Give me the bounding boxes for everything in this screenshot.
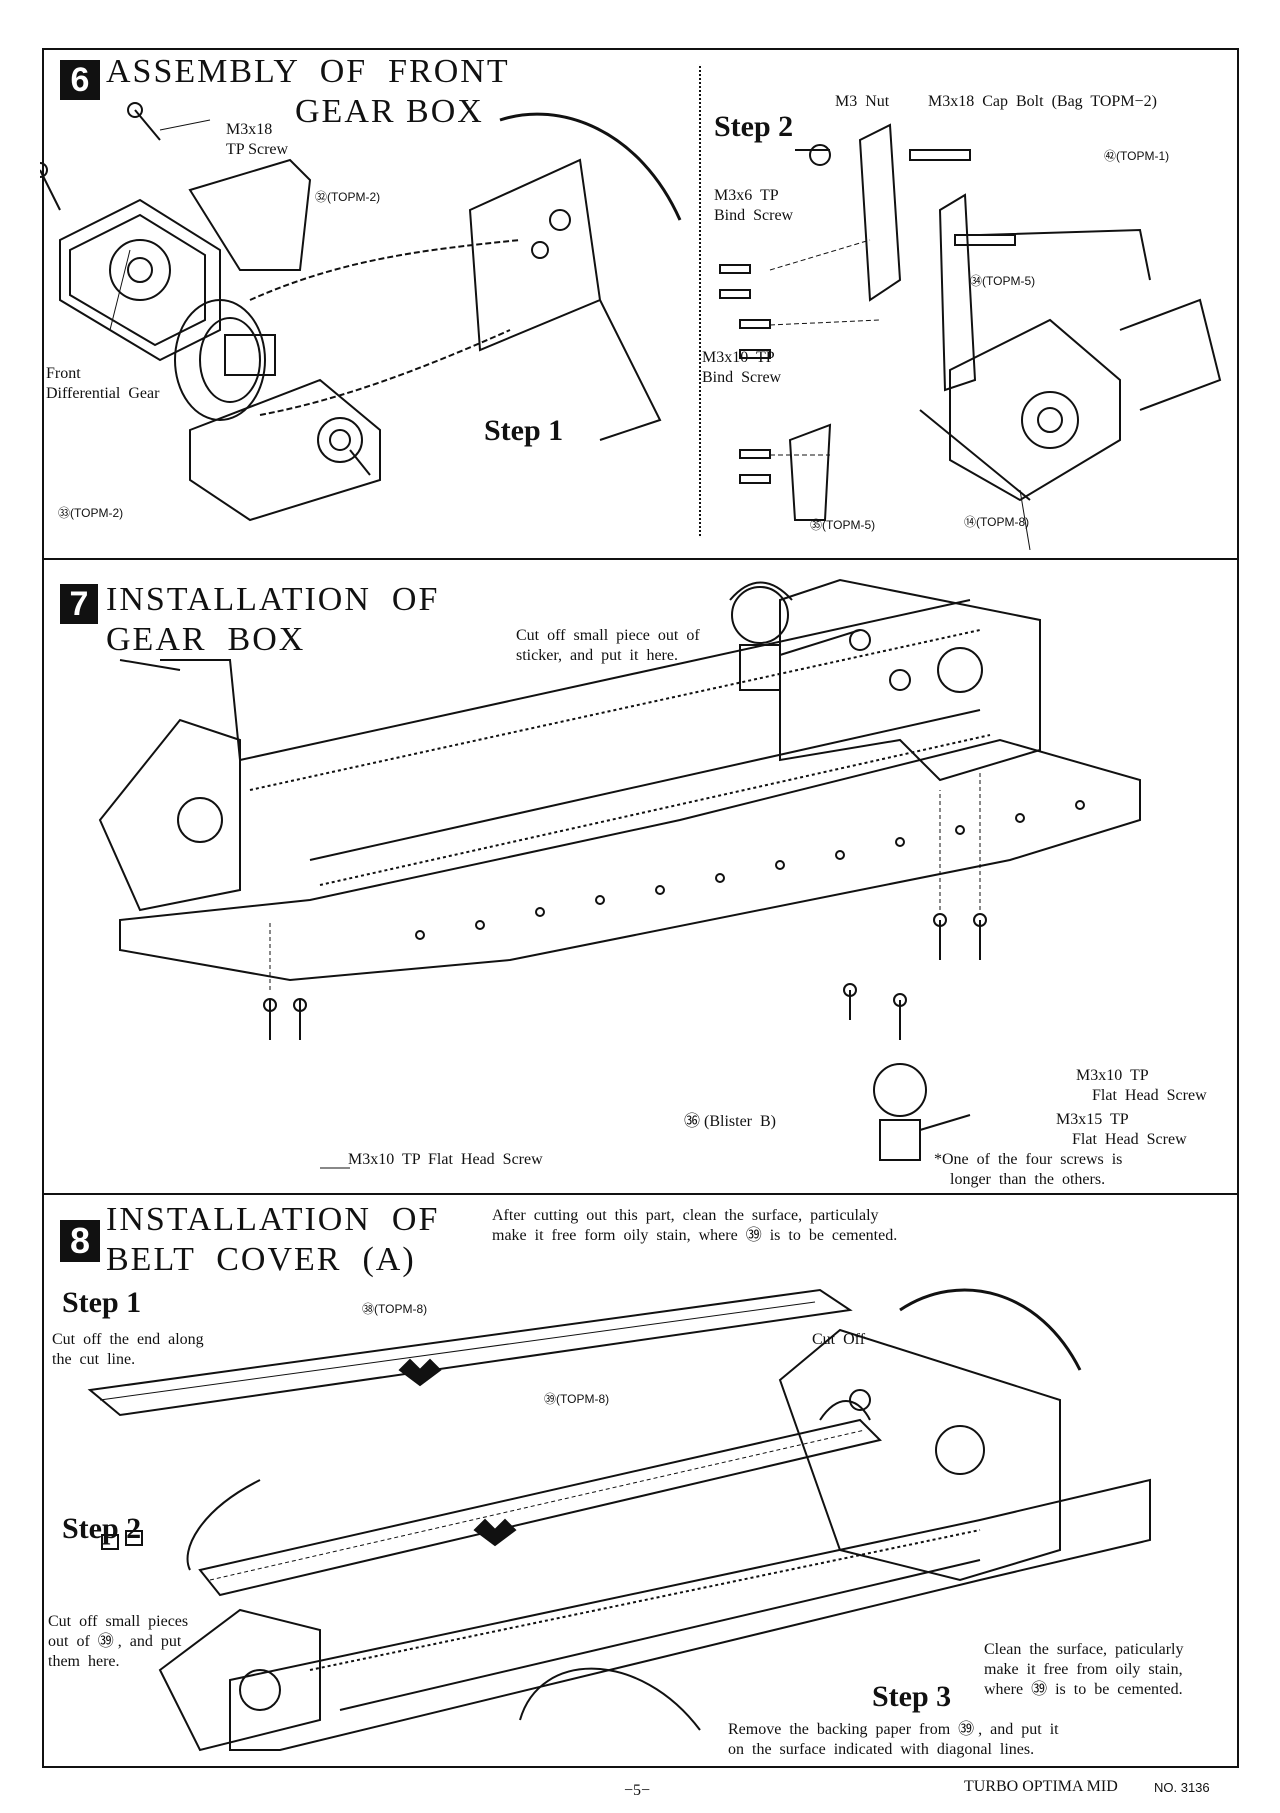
label-m3-nut: M3 Nut [835,93,890,110]
label-cut-off-end: Cut off the end along the cut line. [52,1331,204,1368]
label-m3x10-flat-head-right: M3x10 TP Flat Head Screw [1076,1067,1207,1104]
label-part-32: ㉜(TOPM-2) [315,190,381,204]
label-part-143: ⑭(TOPM-8) [964,515,1030,529]
label-sticker-instruction: Cut off small piece out of sticker, and … [516,627,700,664]
section-title-8: INSTALLATION OF BELT COVER (A) [106,1201,440,1278]
step3-heading-sec8: Step 3 [872,1680,952,1713]
gear-box-installation-illustration [80,560,1240,1180]
front-gear-box-step1-illustration [40,100,700,550]
label-m3x6-tp-bind-screw: M3x6 TP Bind Screw [714,187,794,224]
section-number-8: 8 [60,1220,100,1262]
label-clean-surface: Clean the surface, paticularly make it f… [984,1641,1184,1698]
section-divider-6-7 [42,558,1239,560]
section-divider-7-8 [42,1193,1239,1195]
label-m3x15-flat-head: M3x15 TP Flat Head Screw [1056,1111,1187,1148]
label-part-34: ㉞(TOPM-5) [970,274,1036,288]
label-part-35: ㉟(TOPM-5) [810,518,876,532]
model-name: TURBO OPTIMA MID [964,1778,1118,1795]
step1-heading-sec8: Step 1 [62,1286,142,1319]
section-number-7: 7 [60,584,98,624]
label-part-39: ㊴(TOPM-8) [544,1392,610,1406]
section-title-7: INSTALLATION OF GEAR BOX [106,581,440,658]
step1-heading-sec6: Step 1 [484,414,564,447]
label-cut-small-pieces: Cut off small pieces out of ㊴ , and put … [48,1613,189,1670]
label-front-differential-gear: Front Differential Gear [46,365,160,402]
section-title-6: ASSEMBLY OF FRONT GEAR BOX [106,53,510,130]
belt-cover-installation-illustration [80,1250,1240,1770]
label-remove-backing-paper: Remove the backing paper from ㊴ , and pu… [728,1721,1059,1758]
step-divider-dotted [699,66,701,536]
label-after-cutting-instruction: After cutting out this part, clean the s… [492,1207,898,1244]
page-number: −5− [624,1782,651,1799]
label-m3x10-flat-head-left: M3x10 TP Flat Head Screw [348,1151,543,1168]
label-part-62: ㊷(TOPM-1) [1104,149,1170,163]
label-longer-screw-note: *One of the four screws is longer than t… [934,1151,1123,1188]
label-m3x18-tp-screw: M3x18 TP Screw [226,121,289,158]
label-m3x18-cap-bolt: M3x18 Cap Bolt (Bag TOPM−2) [928,93,1157,110]
label-part-33: ㉝(TOPM-2) [58,506,124,520]
page-frame [42,48,1239,1768]
label-part-38: ㊳(TOPM-8) [362,1302,428,1316]
front-gear-box-step2-illustration [700,80,1240,550]
model-number: NO. 3136 [1154,1780,1210,1795]
step2-heading-sec6: Step 2 [714,110,794,143]
label-blister-b: ㊱ (Blister B) [684,1113,776,1130]
section-number-6: 6 [60,60,100,100]
